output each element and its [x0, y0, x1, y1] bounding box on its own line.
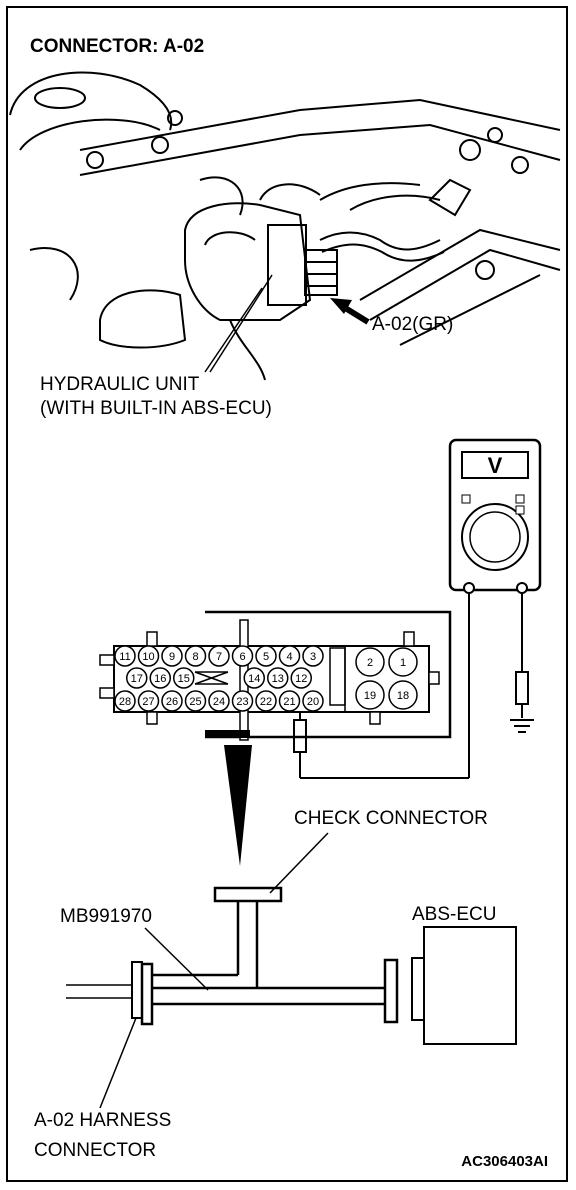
- harness-schematic: [66, 832, 517, 1109]
- pin-5: 5: [255, 645, 277, 667]
- pin-number: 23: [236, 696, 248, 708]
- pin-27: 27: [137, 690, 160, 712]
- voltmeter-negative-terminal: [516, 582, 528, 594]
- connector-arrow: [330, 298, 370, 325]
- pin-number: 21: [283, 696, 295, 708]
- pin-28: 28: [114, 690, 136, 712]
- voltmeter-positive-terminal: [463, 582, 475, 594]
- pin-24: 24: [208, 690, 230, 712]
- pin-number: 12: [295, 673, 307, 685]
- pin-9: 9: [161, 645, 183, 667]
- pin-number: 1: [400, 657, 406, 669]
- engine-bay-illustration: [9, 71, 561, 381]
- pin-21: 21: [278, 690, 301, 712]
- pin-number: 2: [367, 657, 373, 669]
- pin-2: 2: [355, 647, 385, 677]
- pin-14: 14: [243, 667, 265, 689]
- pin-number: 4: [286, 651, 292, 663]
- voltmeter: V: [448, 438, 542, 594]
- pin-number: 25: [189, 696, 201, 708]
- pin-6: 6: [231, 645, 254, 667]
- pin-number: 5: [263, 651, 269, 663]
- connector-callout: A-02(GR): [372, 314, 453, 335]
- view-direction-arrow: [224, 745, 252, 866]
- pin-number: 11: [119, 651, 130, 663]
- pin-number: 7: [216, 651, 222, 663]
- pin-18: 18: [388, 680, 418, 710]
- pin-number: 10: [142, 651, 154, 663]
- pin-26: 26: [161, 690, 183, 712]
- pin-number: 28: [119, 696, 131, 708]
- pin-10: 10: [137, 645, 160, 667]
- abs-ecu-box: [423, 926, 517, 1045]
- pin-number: 19: [364, 690, 376, 702]
- pin-number: 24: [213, 696, 225, 708]
- diagram-title: CONNECTOR: A-02: [30, 36, 204, 57]
- pin-20: 20: [302, 690, 324, 712]
- pin-19: 19: [355, 680, 385, 710]
- pin-17: 17: [126, 667, 148, 689]
- blank-cavity-x: [194, 671, 229, 685]
- pin-4: 4: [278, 645, 301, 667]
- pin-16: 16: [149, 667, 171, 689]
- pin-25: 25: [184, 690, 207, 712]
- pin-number: 26: [166, 696, 178, 708]
- pin-22: 22: [255, 690, 277, 712]
- figure-code: AC306403AI: [461, 1153, 548, 1170]
- pin-11: 11: [114, 645, 136, 667]
- pin-number: 18: [397, 690, 409, 702]
- pin-number: 13: [272, 673, 284, 685]
- pin-number: 3: [310, 651, 316, 663]
- check-connector-label: CHECK CONNECTOR: [294, 808, 488, 829]
- negative-probe: [515, 593, 529, 718]
- tool-label: MB991970: [60, 906, 152, 927]
- hydraulic-unit-callout-sub: (WITH BUILT-IN ABS-ECU): [40, 398, 272, 419]
- check-connector: [213, 886, 283, 903]
- pin-number: 8: [192, 651, 198, 663]
- hydraulic-unit-callout: HYDRAULIC UNIT: [40, 374, 200, 395]
- voltmeter-display: V: [488, 453, 503, 478]
- pin-number: 17: [131, 673, 143, 685]
- pin-1: 1: [388, 647, 418, 677]
- pin-number: 22: [260, 696, 272, 708]
- pin-8: 8: [184, 645, 207, 667]
- harness-connector-label-sub: CONNECTOR: [34, 1140, 156, 1161]
- pin-3: 3: [302, 645, 324, 667]
- ground-symbol: [510, 719, 534, 733]
- pin-number: 16: [154, 673, 166, 685]
- pin-number: 9: [169, 651, 175, 663]
- harness-connector-label: A-02 HARNESS: [34, 1110, 171, 1131]
- hydraulic-unit-leaders: [204, 274, 273, 373]
- pin-15: 15: [173, 667, 195, 689]
- pin-23: 23: [231, 690, 254, 712]
- a02-harness-connector: [131, 961, 143, 1019]
- pin-number: 27: [142, 696, 154, 708]
- pin-13: 13: [267, 667, 289, 689]
- pin-number: 6: [239, 651, 245, 663]
- pin-number: 14: [248, 673, 260, 685]
- pin-number: 20: [307, 696, 319, 708]
- pin-7: 7: [208, 645, 230, 667]
- abs-ecu-label: ABS-ECU: [412, 904, 496, 925]
- pin-number: 15: [178, 673, 190, 685]
- pin-12: 12: [290, 667, 312, 689]
